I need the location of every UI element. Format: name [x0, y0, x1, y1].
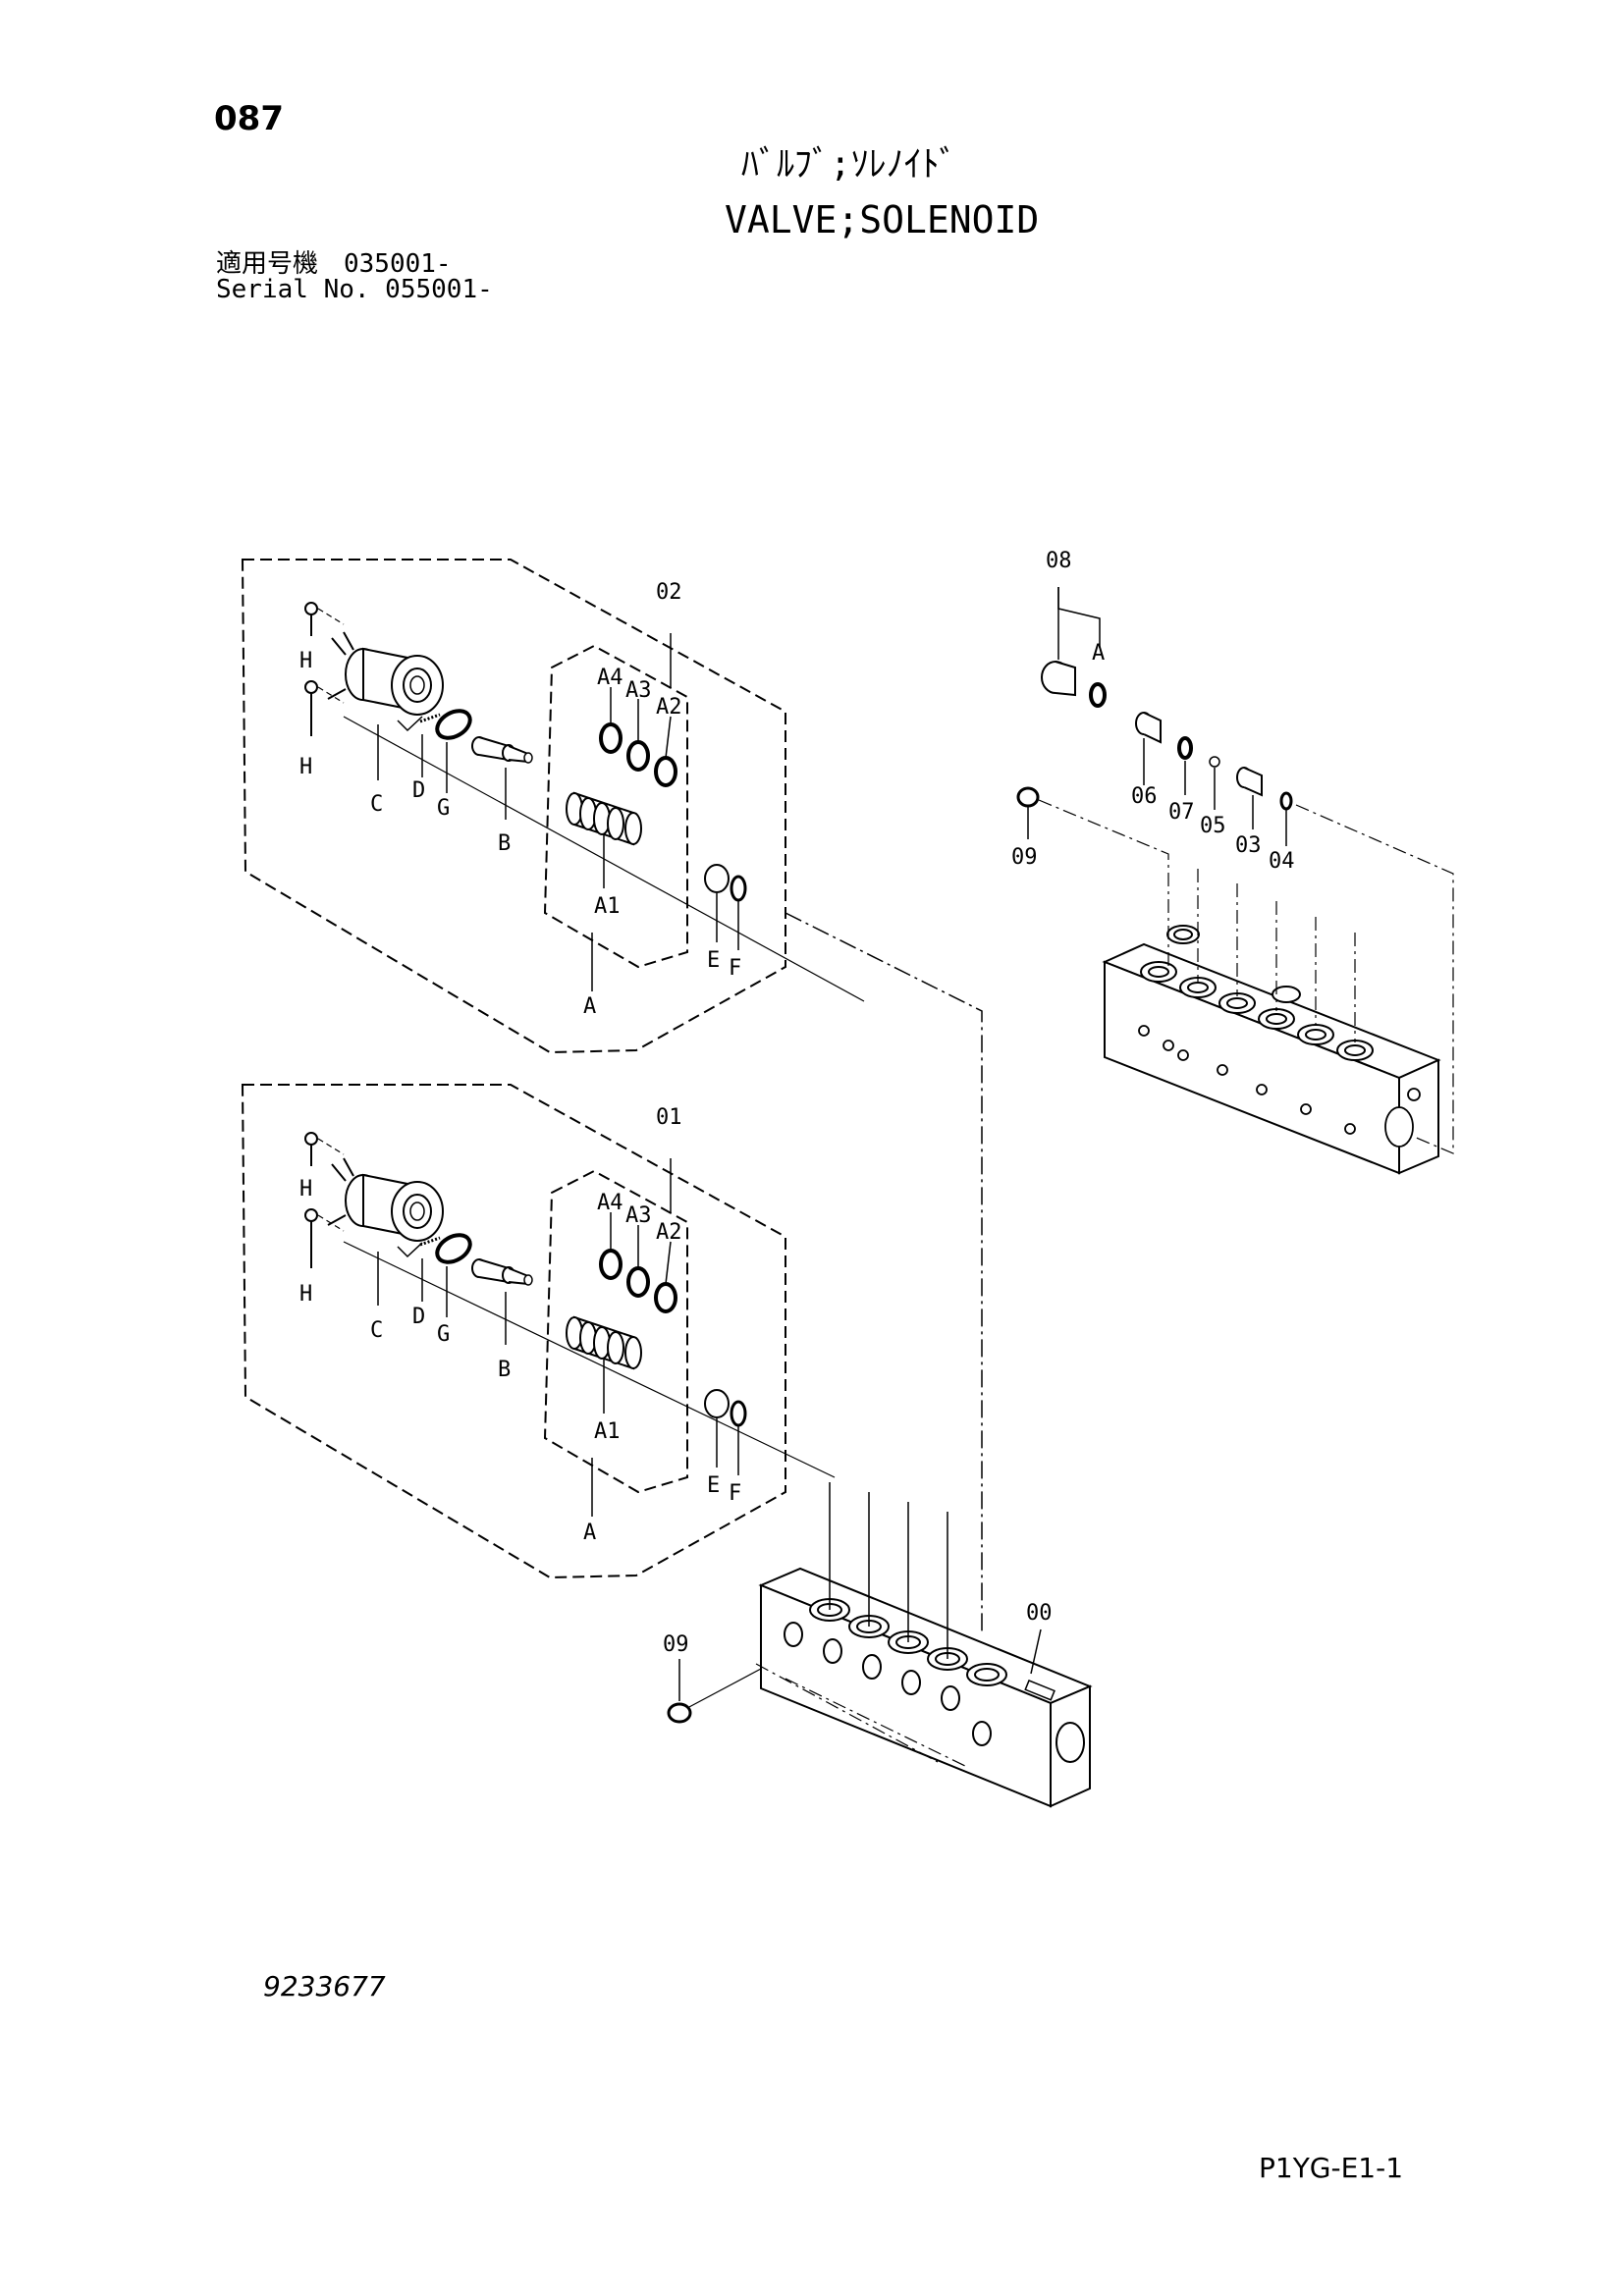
callout-09-right: 09 [1011, 845, 1038, 870]
right-block-plug-08 [1041, 661, 1076, 697]
main-valve-block [667, 1482, 1093, 1808]
callout-d-upper: D [412, 778, 425, 803]
title-japanese: ﾊﾞﾙﾌﾞ;ｿﾚﾉｲﾄﾞ [741, 144, 957, 185]
callout-labels: 02 A4 A3 A2 H H C D G B A1 E F A 01 A4 A… [299, 549, 1295, 1657]
page-code: P1YG-E1-1 [1259, 2152, 1404, 2184]
callout-a-lower: A [583, 1521, 596, 1545]
callout-b-upper: B [498, 831, 511, 856]
callout-03: 03 [1235, 833, 1262, 858]
callout-05: 05 [1200, 814, 1226, 838]
callout-a4-upper: A4 [597, 666, 623, 690]
page-number: 087 [214, 99, 284, 138]
lower-group-outline [241, 1084, 786, 1579]
callout-g-lower: G [437, 1322, 450, 1347]
callout-00: 00 [1026, 1601, 1053, 1626]
callout-a-right: A [1092, 641, 1105, 666]
callout-08: 08 [1046, 549, 1072, 573]
upper-bolt-top [304, 602, 345, 636]
callout-h-upper-1: H [299, 649, 312, 673]
serial-line-japanese: 適用号機 035001- [216, 249, 452, 279]
callout-02: 02 [656, 580, 682, 605]
callout-01: 01 [656, 1105, 682, 1130]
callout-06: 06 [1131, 784, 1158, 809]
upper-bolt-bottom [304, 680, 345, 736]
callout-c-lower: C [370, 1318, 383, 1343]
lower-spool [471, 1258, 533, 1286]
callout-e-upper: E [707, 948, 720, 973]
callout-07: 07 [1168, 800, 1195, 825]
serial-line-english: Serial No. 055001- [216, 275, 493, 304]
lower-cartridge-outline [543, 1169, 688, 1494]
callout-09-main: 09 [663, 1632, 689, 1657]
callout-e-lower: E [707, 1473, 720, 1498]
upper-cartridge-outline [543, 644, 688, 969]
title-english: VALVE;SOLENOID [725, 198, 1040, 241]
upper-solenoid [327, 631, 444, 731]
callout-a2-upper: A2 [656, 695, 682, 720]
callout-b-lower: B [498, 1358, 511, 1382]
callout-c-upper: C [370, 792, 383, 817]
callout-g-upper: G [437, 796, 450, 821]
callout-f-upper: F [729, 956, 741, 981]
lower-solenoid [327, 1157, 444, 1257]
callout-h-lower-1: H [299, 1177, 312, 1201]
callout-04: 04 [1269, 849, 1295, 874]
callout-h-upper-2: H [299, 755, 312, 779]
callout-a3-lower: A3 [625, 1203, 652, 1228]
callout-a3-upper: A3 [625, 678, 652, 703]
callout-a1-upper: A1 [594, 894, 621, 919]
upper-valve-assembly [241, 559, 865, 1054]
callout-f-lower: F [729, 1481, 741, 1506]
upper-spool [471, 736, 533, 764]
lower-valve-assembly [241, 1084, 836, 1579]
callout-a1-lower: A1 [594, 1419, 621, 1444]
callout-a4-lower: A4 [597, 1191, 623, 1215]
callout-a-upper: A [583, 994, 596, 1019]
right-block-plug-03 [1236, 767, 1263, 797]
lower-bolt-top [304, 1132, 345, 1166]
lower-bolt-bottom [304, 1208, 345, 1268]
callout-a2-lower: A2 [656, 1220, 682, 1245]
drawing-number: 9233677 [263, 1970, 386, 2002]
right-valve-block [1016, 587, 1454, 1175]
callout-h-lower-2: H [299, 1282, 312, 1307]
right-block-plug-06 [1135, 712, 1162, 744]
upper-group-outline [241, 559, 786, 1054]
callout-d-lower: D [412, 1305, 425, 1329]
